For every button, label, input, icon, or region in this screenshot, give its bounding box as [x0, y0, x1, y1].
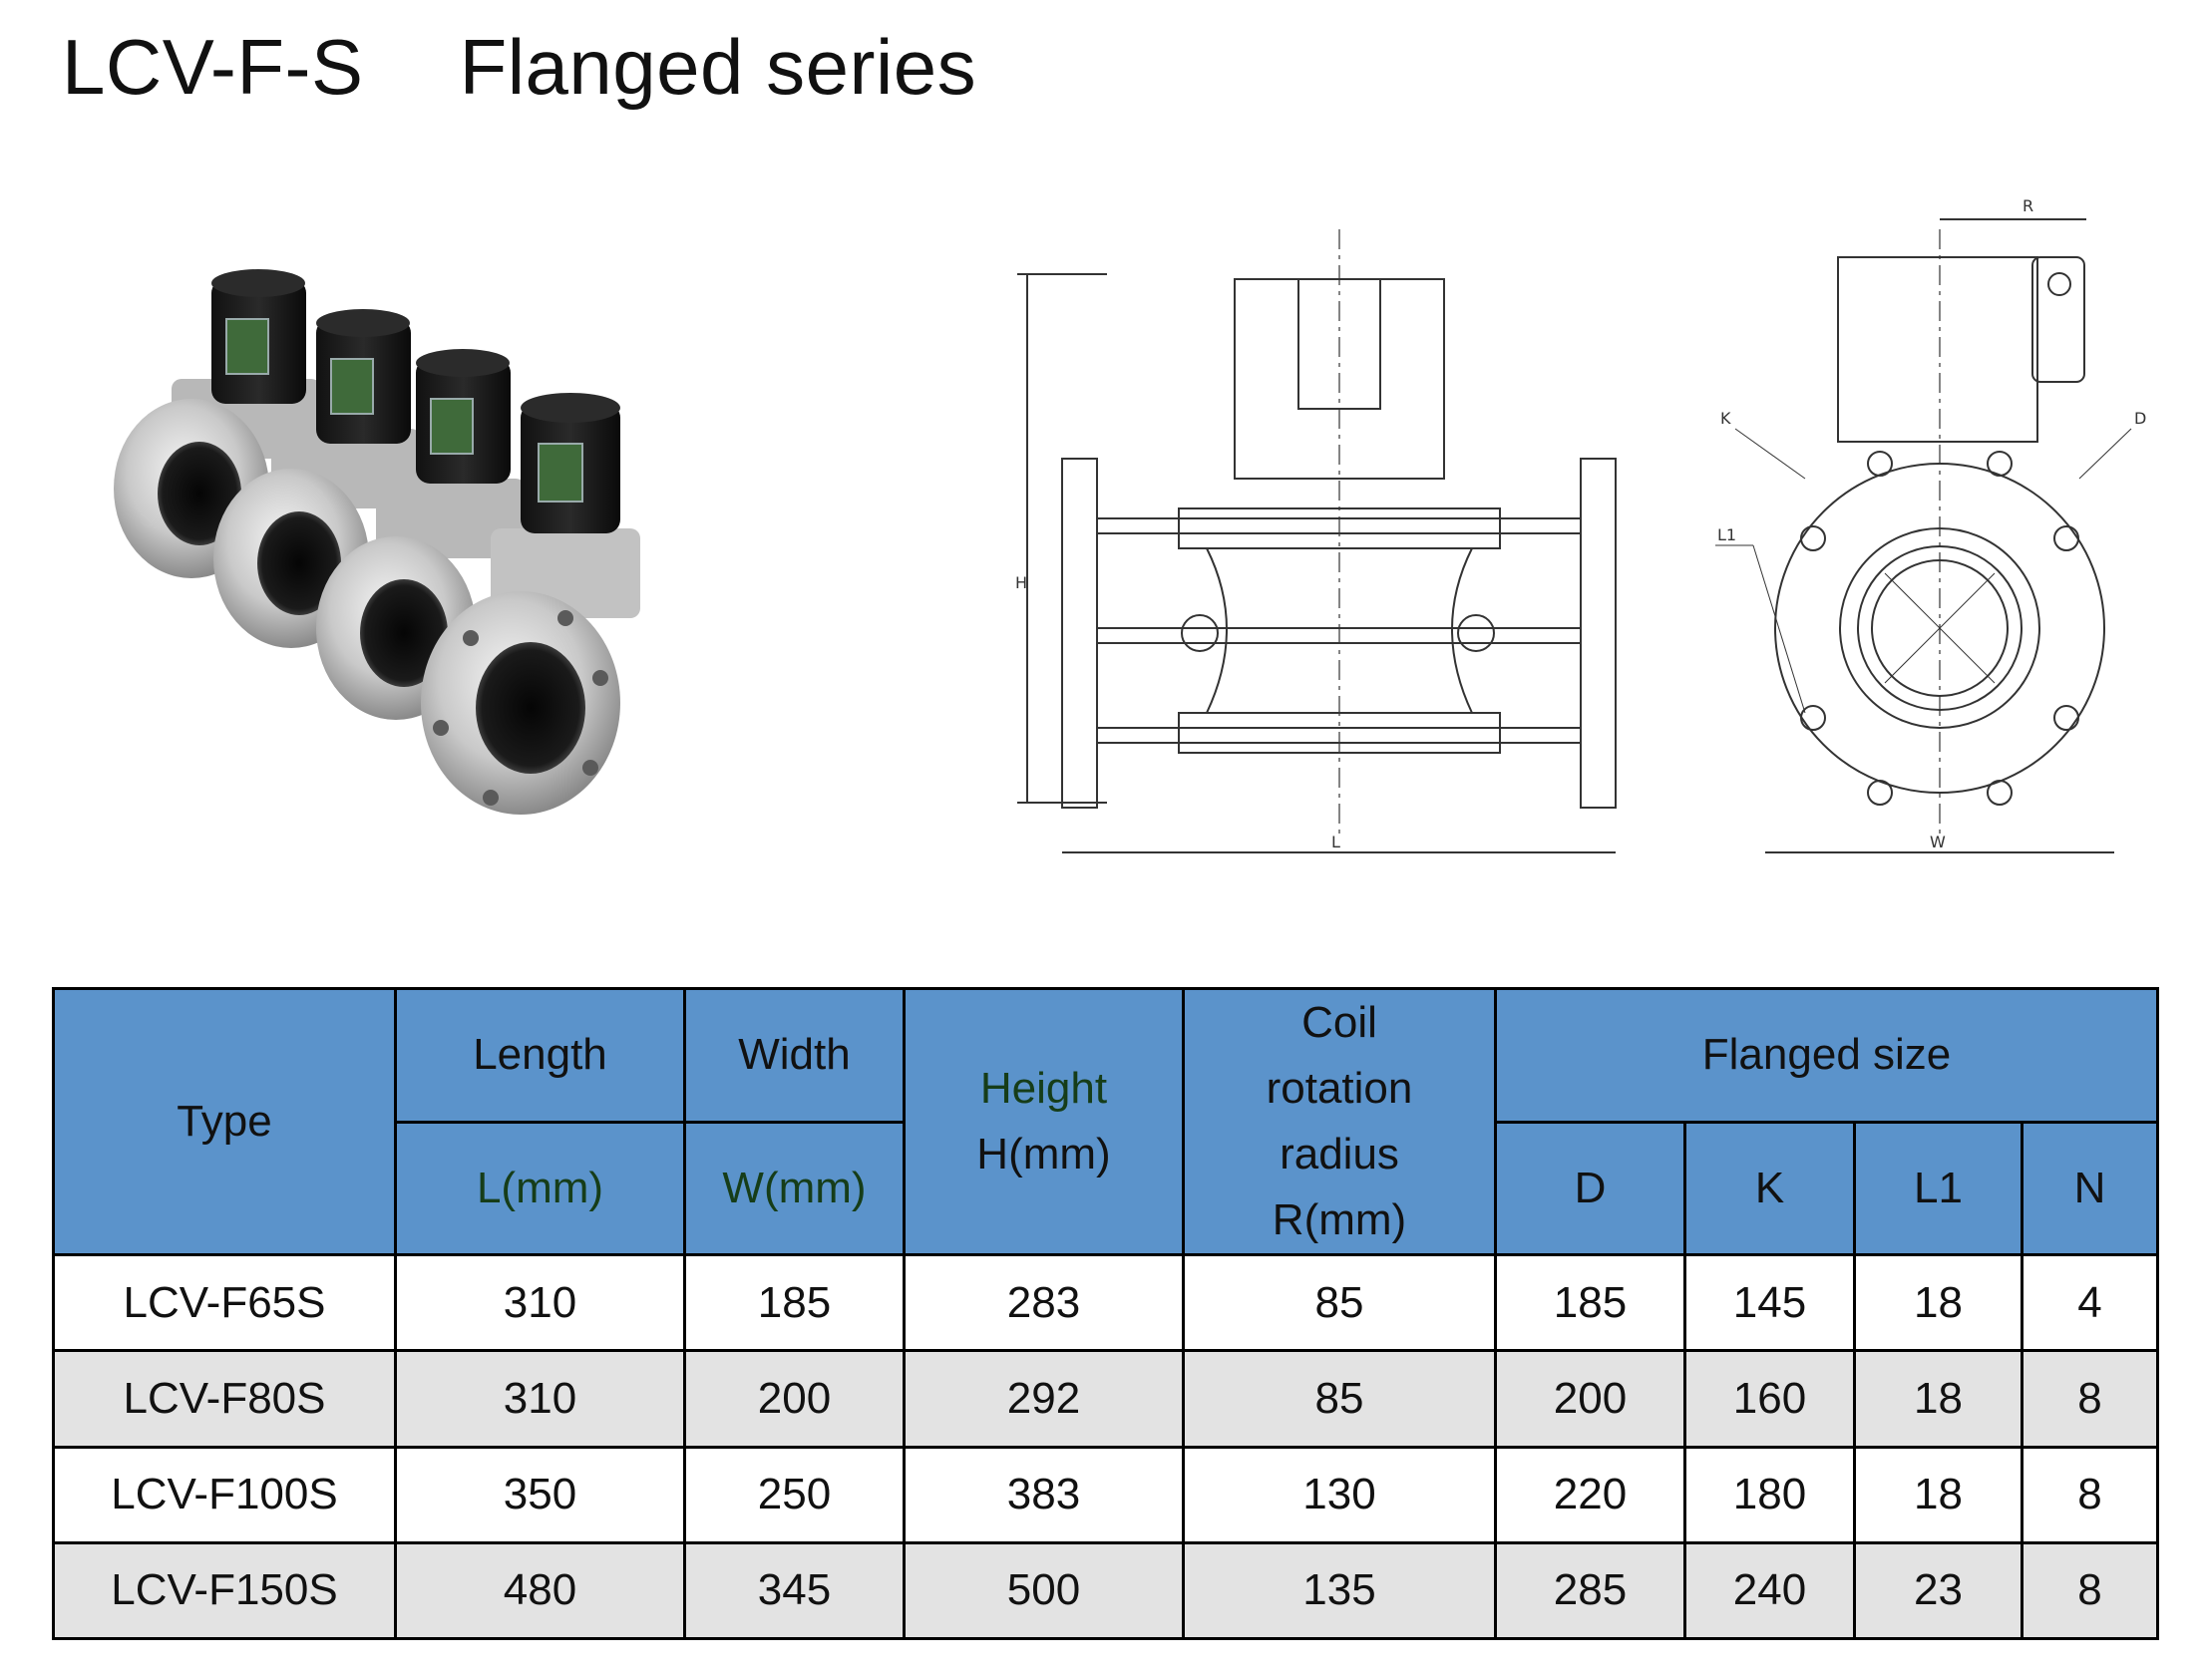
- cell-length: 350: [394, 1445, 686, 1544]
- header-height-line2: H(mm): [976, 1130, 1111, 1178]
- page-title: LCV-F-S Flanged series: [62, 22, 976, 113]
- d-label: D: [2134, 409, 2146, 428]
- cell-radius: 85: [1182, 1252, 1497, 1353]
- cell-type: LCV-F100S: [52, 1445, 397, 1544]
- cell-k: 145: [1683, 1252, 1856, 1353]
- cell-l1: 18: [1853, 1349, 2023, 1449]
- cell-width: 185: [683, 1252, 906, 1353]
- cell-radius: 135: [1182, 1540, 1497, 1641]
- cell-width: 345: [683, 1540, 906, 1641]
- cell-l1: 18: [1853, 1445, 2023, 1544]
- header-flanged-size: Flanged size: [1493, 987, 2160, 1124]
- table-row: LCV-F100S 350 250 383 130 220 180 18 8: [52, 1445, 2160, 1544]
- header-l1: L1: [1853, 1120, 2023, 1256]
- cell-d: 200: [1494, 1349, 1686, 1449]
- header-coil: Coil rotation radius R(mm): [1182, 987, 1497, 1256]
- header-width-unit: W(mm): [683, 1120, 906, 1256]
- cell-type: LCV-F80S: [52, 1349, 397, 1449]
- cell-k: 240: [1683, 1540, 1856, 1641]
- product-photo: [114, 269, 640, 815]
- cell-radius: 85: [1182, 1349, 1497, 1449]
- height-label: H: [1015, 573, 1027, 592]
- cell-length: 310: [394, 1252, 686, 1353]
- cell-height: 283: [903, 1252, 1185, 1353]
- cell-d: 285: [1494, 1540, 1686, 1641]
- width-label: W: [1930, 833, 1946, 851]
- cell-width: 200: [683, 1349, 906, 1449]
- header-k: K: [1683, 1120, 1856, 1256]
- model-name: LCV-F-S: [62, 23, 364, 111]
- valve-unit-4: [421, 393, 640, 815]
- header-coil-line3: radius: [1280, 1130, 1399, 1178]
- cell-height: 292: [903, 1349, 1185, 1449]
- header-coil-line2: rotation: [1266, 1064, 1413, 1113]
- header-length-unit: L(mm): [394, 1120, 686, 1256]
- table-row: LCV-F65S 310 185 283 85 185 145 18 4: [52, 1252, 2160, 1353]
- cell-type: LCV-F65S: [52, 1252, 397, 1353]
- cell-length: 480: [394, 1540, 686, 1641]
- l1-label: L1: [1717, 525, 1736, 544]
- cell-length: 310: [394, 1349, 686, 1449]
- cell-k: 180: [1683, 1445, 1856, 1544]
- cell-d: 185: [1494, 1252, 1686, 1353]
- table-row: LCV-F80S 310 200 292 85 200 160 18 8: [52, 1349, 2160, 1449]
- cell-n: 8: [2020, 1349, 2160, 1449]
- valve-unit-3: [316, 349, 526, 720]
- table-row: LCV-F150S 480 345 500 135 285 240 23 8: [52, 1540, 2160, 1641]
- header-height: Height H(mm): [903, 987, 1185, 1256]
- cell-k: 160: [1683, 1349, 1856, 1449]
- k-label: K: [1720, 409, 1731, 428]
- header-n: N: [2020, 1120, 2160, 1256]
- cell-n: 8: [2020, 1540, 2160, 1641]
- series-name: Flanged series: [459, 23, 977, 111]
- cell-l1: 23: [1853, 1540, 2023, 1641]
- cell-radius: 130: [1182, 1445, 1497, 1544]
- length-label: L: [1331, 833, 1340, 851]
- cell-d: 220: [1494, 1445, 1686, 1544]
- cell-n: 4: [2020, 1252, 2160, 1353]
- header-length: Length: [394, 987, 686, 1124]
- specification-table: Type Length Width Height H(mm) Coil rota…: [52, 987, 2160, 1641]
- header-d: D: [1494, 1120, 1686, 1256]
- cell-height: 383: [903, 1445, 1185, 1544]
- header-type: Type: [52, 987, 397, 1256]
- header-height-line1: Height: [979, 1064, 1108, 1113]
- cell-l1: 18: [1853, 1252, 2023, 1353]
- header-coil-line4: R(mm): [1272, 1195, 1407, 1244]
- cell-type: LCV-F150S: [52, 1540, 397, 1641]
- cell-width: 250: [683, 1445, 906, 1544]
- header-coil-line1: Coil: [1301, 998, 1377, 1047]
- side-view-drawing: R K D L1 W: [1715, 196, 2146, 853]
- cell-height: 500: [903, 1540, 1185, 1641]
- radius-label: R: [2023, 196, 2033, 215]
- front-view-drawing: H L: [1015, 229, 1617, 853]
- header-width: Width: [683, 987, 906, 1124]
- cell-n: 8: [2020, 1445, 2160, 1544]
